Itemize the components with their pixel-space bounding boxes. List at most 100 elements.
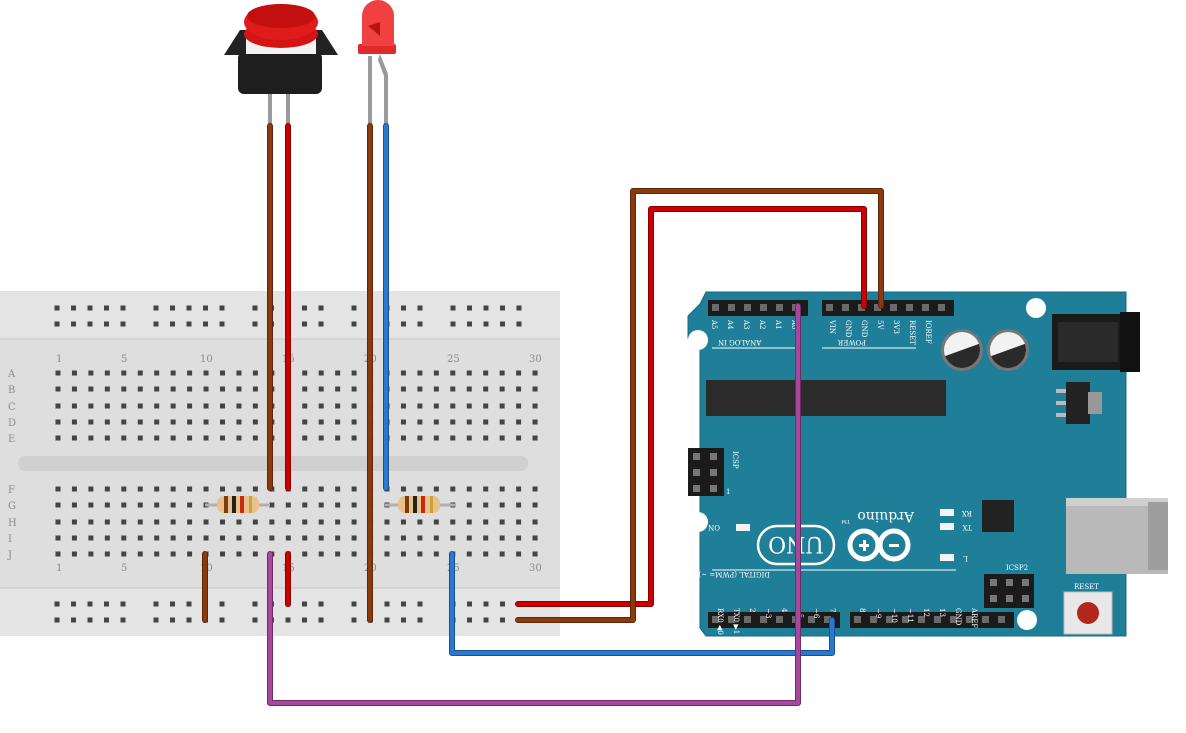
- breadboard-hole: [318, 502, 324, 508]
- breadboard-hole: [466, 502, 472, 508]
- pin-label-a0: A0: [790, 319, 798, 330]
- breadboard-hole: [450, 419, 456, 425]
- pin-label-gnd: GND: [954, 608, 962, 626]
- breadboard-hole: [450, 519, 456, 525]
- pin-label-d11: ~11: [906, 608, 914, 623]
- breadboard-hole: [236, 386, 242, 392]
- pin-label-d4: 4: [780, 608, 788, 613]
- breadboard-hole: [153, 305, 159, 311]
- breadboard-hole: [88, 486, 94, 492]
- header-pin[interactable]: [712, 304, 719, 311]
- pin-label-d2: 2: [748, 608, 756, 612]
- header-pin[interactable]: [744, 304, 751, 311]
- breadboard-hole: [500, 617, 505, 623]
- header-pin[interactable]: [728, 616, 735, 623]
- breadboard-hole: [516, 486, 522, 492]
- breadboard-hole: [154, 386, 160, 392]
- breadboard-hole: [433, 419, 439, 425]
- breadboard-hole: [203, 305, 208, 311]
- breadboard-hole: [87, 601, 93, 607]
- header-pin[interactable]: [874, 304, 881, 311]
- header-pin[interactable]: [922, 304, 929, 311]
- analog-header: [708, 300, 808, 316]
- breadboard-hole: [433, 370, 439, 376]
- breadboard-hole: [532, 486, 538, 492]
- breadboard-hole: [384, 535, 390, 541]
- breadboard-hole: [285, 617, 291, 623]
- breadboard-hole: [466, 435, 472, 441]
- breadboard-hole: [121, 551, 127, 557]
- header-pin[interactable]: [870, 616, 877, 623]
- breadboard-hole: [532, 403, 538, 409]
- header-pin[interactable]: [918, 616, 925, 623]
- breadboard-hole: [203, 403, 209, 409]
- breadboard-hole: [499, 435, 505, 441]
- header-pin[interactable]: [886, 616, 893, 623]
- breadboard-hole: [236, 551, 242, 557]
- breadboard-hole: [137, 386, 143, 392]
- breadboard-hole: [203, 486, 209, 492]
- breadboard-hole: [318, 386, 324, 392]
- breadboard-hole: [450, 370, 456, 376]
- breadboard-hole: [170, 386, 176, 392]
- header-pin[interactable]: [728, 304, 735, 311]
- breadboard-hole: [137, 502, 143, 508]
- header-pin[interactable]: [760, 304, 767, 311]
- breadboard-hole: [170, 486, 176, 492]
- breadboard-hole: [203, 519, 209, 525]
- header-pin[interactable]: [760, 616, 767, 623]
- header-pin[interactable]: [982, 616, 989, 623]
- breadboard-hole: [516, 535, 522, 541]
- breadboard-hole: [55, 486, 61, 492]
- breadboard-hole: [88, 386, 94, 392]
- digital-header-left: [708, 612, 840, 628]
- led-on-label: ON: [708, 523, 720, 531]
- header-pin[interactable]: [950, 616, 957, 623]
- header-pin[interactable]: [744, 616, 751, 623]
- header-pin[interactable]: [826, 304, 833, 311]
- header-pin[interactable]: [902, 616, 909, 623]
- breadboard-hole: [532, 535, 538, 541]
- header-pin[interactable]: [938, 304, 945, 311]
- breadboard-hole: [532, 435, 538, 441]
- breadboard-hole: [104, 519, 110, 525]
- indicator-leds: ON RX TX L: [708, 509, 972, 562]
- push-button[interactable]: [224, 4, 338, 126]
- breadboard-hole: [335, 486, 341, 492]
- breadboard-hole: [417, 419, 423, 425]
- breadboard-hole: [154, 551, 160, 557]
- header-pin[interactable]: [776, 304, 783, 311]
- breadboard-hole: [104, 551, 110, 557]
- breadboard-hole: [170, 403, 176, 409]
- breadboard-hole: [187, 551, 193, 557]
- header-pin[interactable]: [842, 304, 849, 311]
- breadboard-hole: [187, 386, 193, 392]
- header-pin[interactable]: [824, 616, 831, 623]
- breadboard-hole: [121, 419, 127, 425]
- col-num: 30: [529, 354, 542, 365]
- breadboard-hole: [104, 419, 110, 425]
- header-pin[interactable]: [934, 616, 941, 623]
- header-pin[interactable]: [998, 616, 1005, 623]
- reset-button[interactable]: RESET: [1063, 583, 1113, 635]
- analog-in-title: ANALOG IN: [718, 338, 762, 346]
- header-pin[interactable]: [906, 304, 913, 311]
- row-letter: D: [8, 418, 16, 429]
- breadboard-hole: [318, 519, 324, 525]
- header-pin[interactable]: [854, 616, 861, 623]
- breadboard-hole: [170, 321, 175, 327]
- header-pin[interactable]: [808, 616, 815, 623]
- header-pin[interactable]: [712, 616, 719, 623]
- header-pin[interactable]: [966, 616, 973, 623]
- header-pin[interactable]: [890, 304, 897, 311]
- breadboard-hole: [335, 403, 341, 409]
- breadboard-hole: [318, 419, 324, 425]
- breadboard-hole: [220, 403, 225, 409]
- breadboard-hole: [384, 519, 390, 525]
- header-pin[interactable]: [776, 616, 783, 623]
- row-letter: C: [8, 402, 16, 413]
- breadboard-hole: [302, 601, 307, 607]
- breadboard-hole: [483, 519, 489, 525]
- breadboard-hole: [400, 419, 406, 425]
- breadboard-hole: [302, 386, 308, 392]
